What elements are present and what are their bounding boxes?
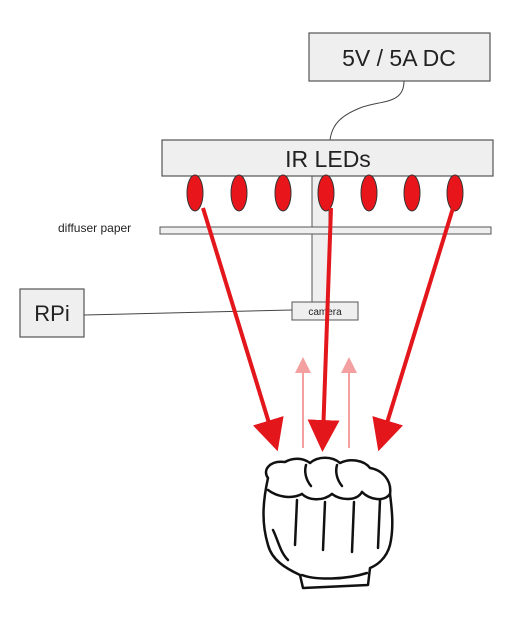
fist-icon <box>262 456 394 590</box>
ir-arrow <box>372 207 455 452</box>
ir-arrow <box>201 207 284 452</box>
ir-light-arrows <box>201 207 455 452</box>
ir-led-bar: IR LEDs <box>161 139 494 177</box>
ir-arrow <box>307 207 340 452</box>
camera-box: camera <box>291 301 359 321</box>
ir-led <box>403 174 421 212</box>
ir-led <box>274 174 292 212</box>
power-supply-label: 5V / 5A DC <box>342 45 456 71</box>
ir-led <box>360 174 378 212</box>
ir-led <box>230 174 248 212</box>
ir-leds-label: IR LEDs <box>285 146 371 172</box>
camera-label: camera <box>308 307 342 318</box>
rpi-label: RPi <box>34 301 69 326</box>
power-supply-box: 5V / 5A DC <box>308 32 491 82</box>
camera-cable <box>83 309 293 316</box>
reflected-light-arrows <box>295 357 357 448</box>
ir-led <box>317 174 335 212</box>
rpi-box: RPi <box>19 288 85 338</box>
led-row <box>186 174 464 212</box>
diffuser-paper <box>159 226 492 235</box>
ir-led <box>446 174 464 212</box>
diffuser-label: diffuser paper <box>58 221 131 235</box>
ir-led <box>186 174 204 212</box>
power-cable <box>329 80 405 141</box>
